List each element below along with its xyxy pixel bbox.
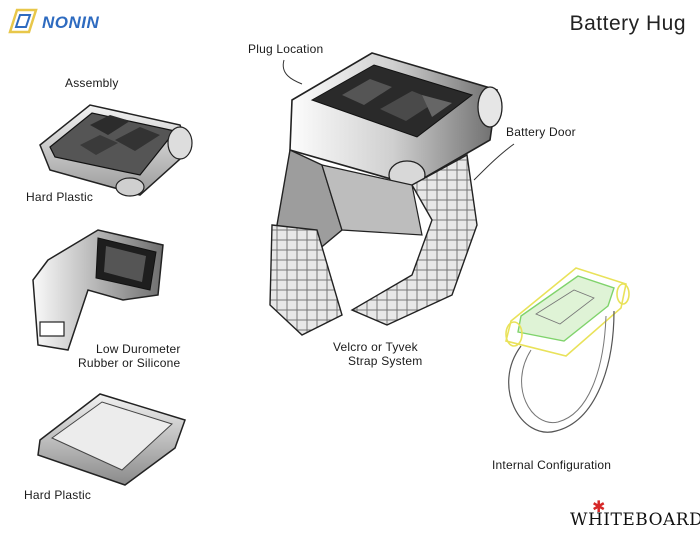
- internal-configuration-sketch: [505, 267, 630, 433]
- label-rubber-line1: Low Durometer: [96, 342, 181, 356]
- main-wristband-sketch: [269, 52, 503, 336]
- rubber-sleeve-sketch: [32, 229, 164, 351]
- label-strap-line2: Strap System: [348, 354, 423, 368]
- label-battery-door: Battery Door: [506, 125, 576, 139]
- label-strap-line1: Velcro or Tyvek: [333, 340, 418, 354]
- logo-wordmark: NONIN: [42, 13, 100, 32]
- whiteboard-wordmark: WHITEBOARD: [570, 510, 700, 530]
- leader-plug-location: [282, 59, 303, 85]
- label-assembly: Assembly: [65, 76, 119, 90]
- plastic-tray-sketch: [37, 393, 186, 486]
- label-plug-location: Plug Location: [248, 42, 324, 56]
- label-hard-plastic-bottom: Hard Plastic: [24, 488, 92, 502]
- label-hard-plastic-top: Hard Plastic: [26, 190, 94, 204]
- assembly-sketch: [39, 104, 193, 197]
- label-internal-configuration: Internal Configuration: [492, 458, 612, 472]
- whiteboard-logo: ✱ WHITEBOARD: [566, 499, 700, 534]
- nonin-logo: NONIN: [8, 8, 120, 34]
- leader-battery-door: [473, 143, 515, 181]
- page-title: Battery Hug: [569, 12, 686, 35]
- label-rubber-line2: Rubber or Silicone: [78, 356, 181, 370]
- red-star-icon: ✱: [592, 499, 606, 516]
- nonin-logo-mark-icon: [8, 8, 38, 34]
